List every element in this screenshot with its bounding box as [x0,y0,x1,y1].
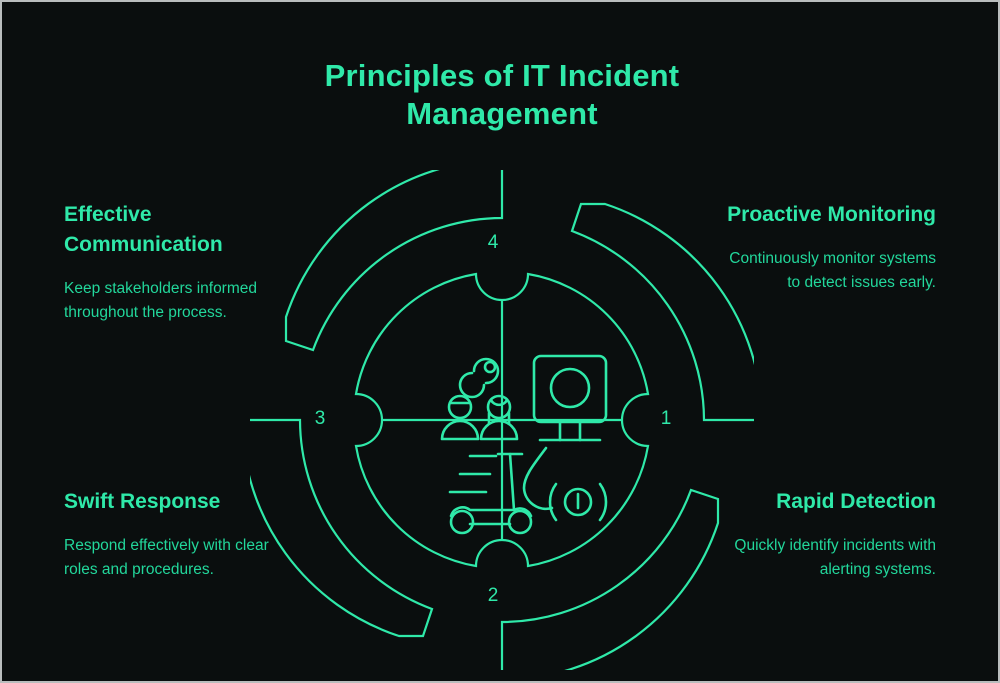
cycle-arrow-2 [250,418,434,638]
principle-block-swift-response: Swift Response Respond effectively with … [64,487,279,581]
principle-block-effective-communication: Effective Communication Keep stakeholder… [64,200,279,325]
principle-block-proactive-monitoring: Proactive Monitoring Continuously monito… [721,200,936,294]
scooter-speed-icon [448,452,533,535]
principle-body-swift-response: Respond effectively with clear roles and… [64,537,269,578]
cycle-arrow-1 [500,488,720,670]
principle-body-rapid-detection: Quickly identify incidents with alerting… [734,537,936,578]
cycle-diagram: 4 1 2 3 [250,170,754,670]
detection-radar-icon [522,446,608,522]
principle-heading-effective-communication: Effective Communication [64,203,223,257]
principle-body-proactive-monitoring: Continuously monitor systems to detect i… [729,250,936,291]
step-number-4: 4 [488,232,499,253]
principle-body-effective-communication: Keep stakeholders informed throughout th… [64,280,258,322]
principle-heading-rapid-detection: Rapid Detection [776,490,936,513]
cycle-arrow-3 [284,170,504,352]
principle-block-rapid-detection: Rapid Detection Quickly identify inciden… [721,487,936,581]
team-communication-icon [440,357,519,441]
step-number-3: 3 [315,408,326,429]
step-number-2: 2 [488,585,499,606]
principle-heading-swift-response: Swift Response [64,490,221,513]
cycle-arrow-4 [570,202,754,422]
page-title: Principles of IT Incident Management [324,58,680,131]
monitor-icon [532,354,608,442]
step-number-1: 1 [661,408,672,429]
principle-heading-proactive-monitoring: Proactive Monitoring [727,203,936,226]
